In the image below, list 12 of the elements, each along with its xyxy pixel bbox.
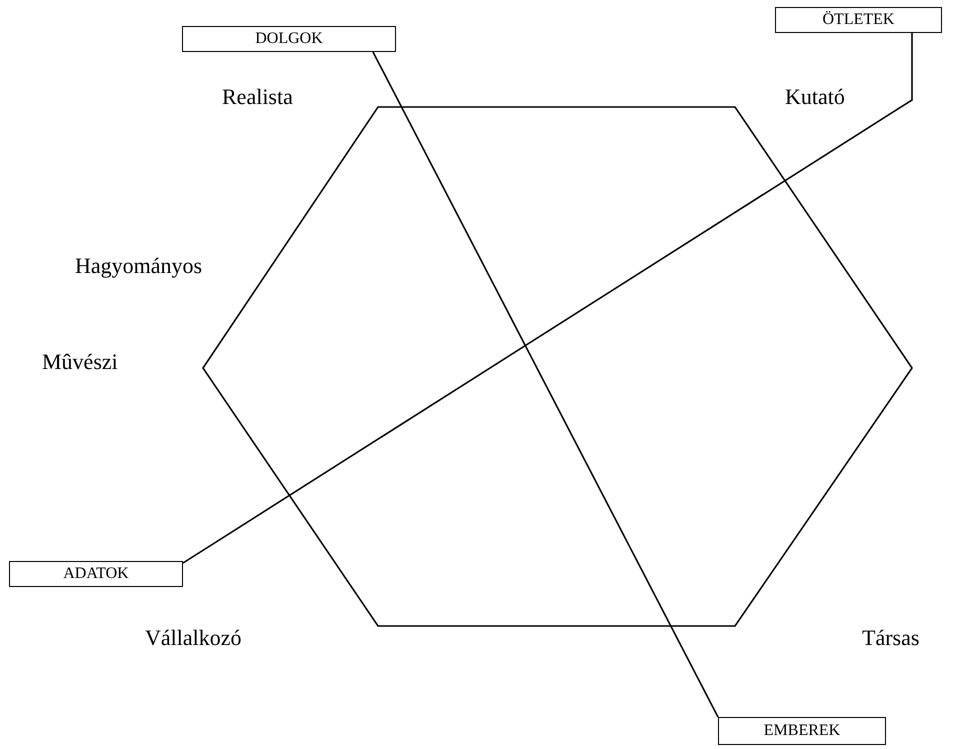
type-name: Mûvészi bbox=[42, 349, 118, 375]
connector-line bbox=[372, 52, 719, 718]
axis-label-box: DOLGOK bbox=[182, 26, 396, 52]
type-name: Realista bbox=[222, 84, 293, 110]
axis-label-box: EMBEREK bbox=[718, 717, 886, 745]
type-name: Vállalkozó bbox=[145, 625, 242, 651]
type-name: Kutató bbox=[785, 84, 845, 110]
axis-label-box: ADATOK bbox=[9, 561, 183, 587]
connector-line bbox=[182, 33, 913, 564]
type-name: Hagyományos bbox=[75, 253, 202, 279]
type-name: Társas bbox=[862, 625, 920, 651]
axis-label-box: ÖTLETEK bbox=[775, 7, 942, 33]
